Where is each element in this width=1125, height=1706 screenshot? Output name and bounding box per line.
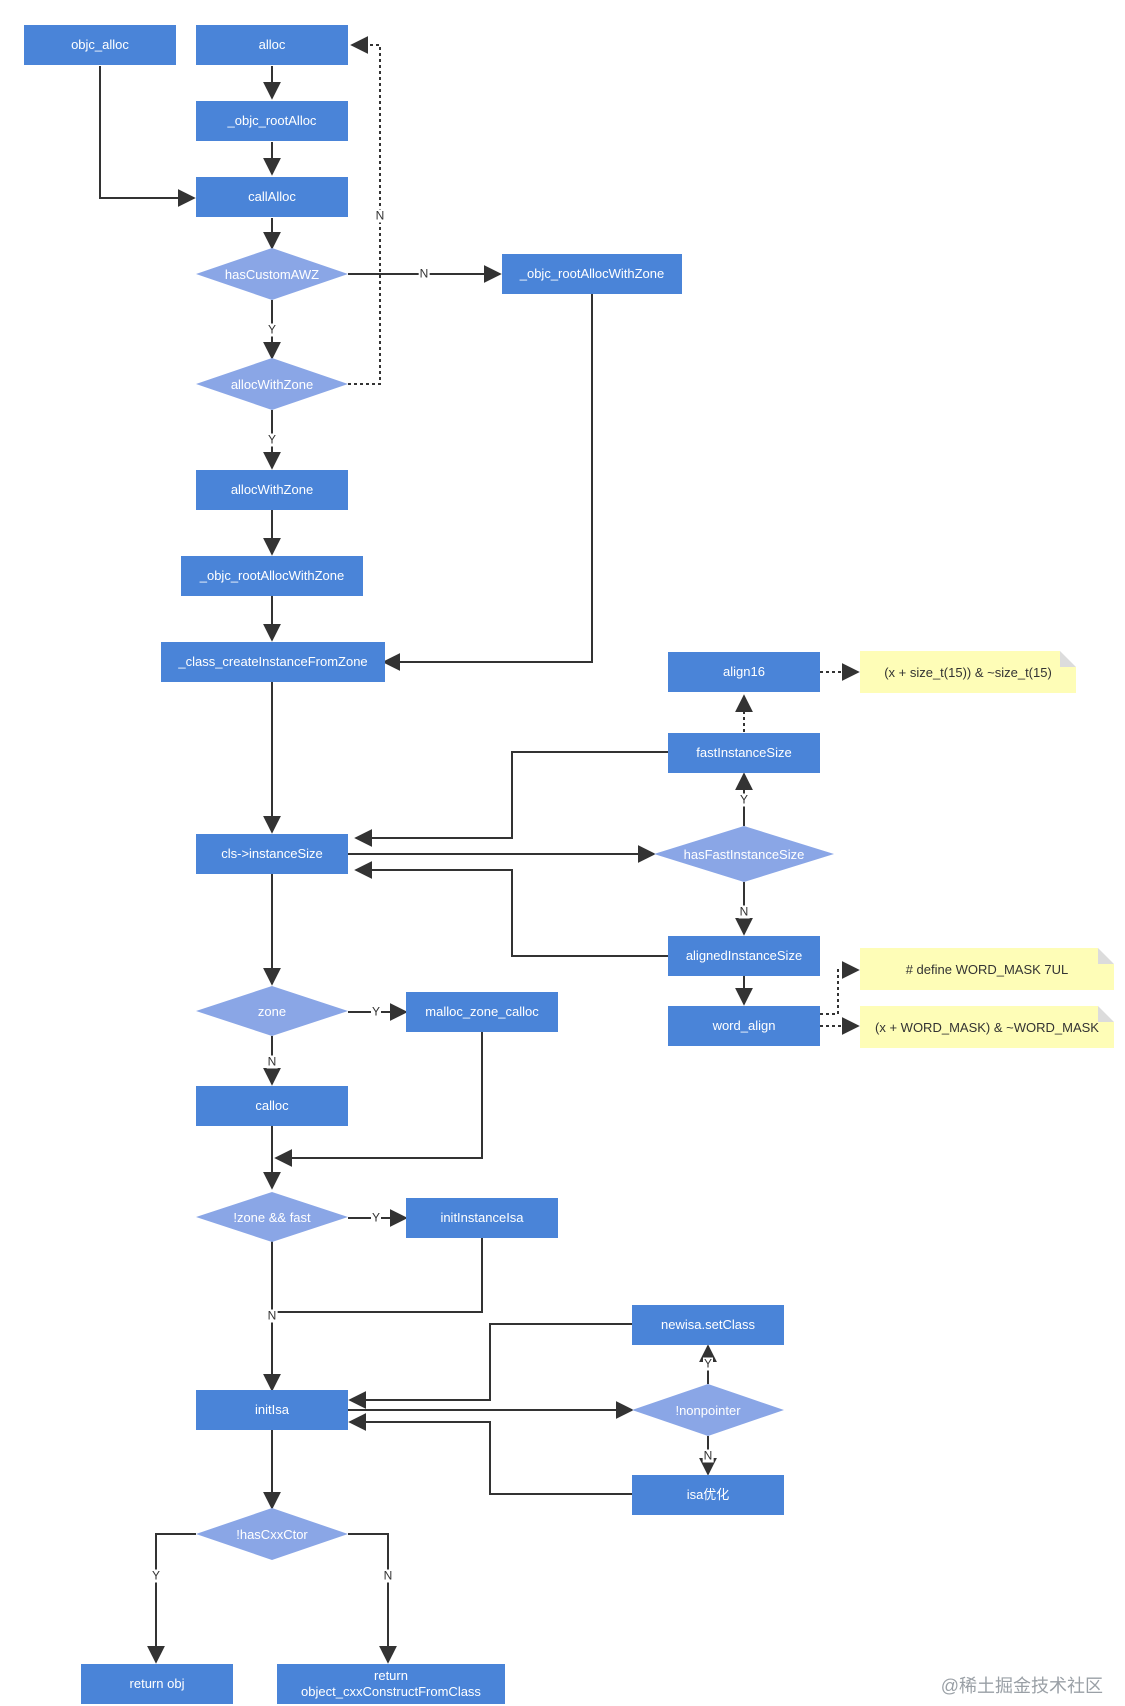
- label-hascxx-y: Y: [150, 1568, 162, 1583]
- decision-zone-fast: !zone && fast: [196, 1192, 348, 1242]
- node-alloc-label: alloc: [258, 37, 286, 52]
- note-align16-formula: (x + size_t(15)) & ~size_t(15): [860, 651, 1076, 693]
- decision-zone-fast-label: !zone && fast: [233, 1209, 311, 1225]
- node-class-createinstancefromzone-label: _class_createInstanceFromZone: [178, 654, 368, 669]
- node-alloc: alloc: [196, 25, 348, 65]
- watermark: @稀土掘金技术社区: [940, 1676, 1103, 1696]
- label-hascustomawz-y: Y: [266, 322, 278, 337]
- node-class-createinstancefromzone: _class_createInstanceFromZone: [161, 642, 385, 682]
- note-align16-formula-text: (x + size_t(15)) & ~size_t(15): [884, 664, 1052, 680]
- decision-zone-label: zone: [257, 1003, 287, 1019]
- decision-hasfastinstancesize-label: hasFastInstanceSize: [683, 846, 805, 862]
- label-zonefast-n: N: [266, 1308, 278, 1323]
- label-allocwithzone-y: Y: [266, 432, 278, 447]
- node-return-cxx-line1: return: [374, 1668, 408, 1683]
- label-hascxx-n: N: [382, 1568, 394, 1583]
- node-align16: align16: [668, 652, 820, 692]
- node-calloc: calloc: [196, 1086, 348, 1126]
- node-newisa-setclass: newisa.setClass: [632, 1305, 784, 1345]
- node-objc-rootalloc: _objc_rootAlloc: [196, 101, 348, 141]
- edge-rightroot-class: [382, 294, 593, 671]
- label-hasfast-y: Y: [738, 792, 750, 807]
- node-fastinstancesize-label: fastInstanceSize: [696, 745, 792, 760]
- decision-nonpointer-label: !nonpointer: [675, 1402, 741, 1418]
- node-malloc-zone-calloc-label: malloc_zone_calloc: [425, 1004, 539, 1019]
- node-alignedinstancesize: alignedInstanceSize: [668, 936, 820, 976]
- node-newisa-setclass-label: newisa.setClass: [661, 1317, 755, 1332]
- note-word-mask-define: # define WORD_MASK 7UL: [860, 948, 1114, 990]
- edge-malloc-merge: [274, 1032, 483, 1167]
- node-instancesize-label: cls->instanceSize: [221, 846, 323, 861]
- edge-isaopt-initisa: [348, 1413, 632, 1495]
- node-isa-optimization-label: isa优化: [686, 1487, 730, 1502]
- edge-fast-instancesize: [354, 751, 668, 847]
- edge-setclass-initisa: [348, 1323, 632, 1409]
- label-nonpointer-n: N: [702, 1448, 714, 1463]
- decision-zone: zone: [196, 986, 348, 1036]
- label-zone-n: N: [266, 1054, 278, 1069]
- note-word-mask-define-text: # define WORD_MASK 7UL: [905, 961, 1069, 977]
- decision-hascustomawz: hasCustomAWZ: [196, 248, 348, 300]
- node-objc-alloc: objc_alloc: [24, 25, 176, 65]
- node-callalloc-label: callAlloc: [248, 189, 296, 204]
- note-fold-icon: [1098, 948, 1114, 964]
- edge-initinstanceisa-merge: [272, 1238, 483, 1313]
- decision-nonpointer: !nonpointer: [632, 1384, 784, 1436]
- node-alignedinstancesize-label: alignedInstanceSize: [685, 948, 803, 963]
- decision-hasfastinstancesize: hasFastInstanceSize: [654, 826, 834, 882]
- node-objc-rootalloc-label: _objc_rootAlloc: [227, 113, 317, 128]
- decision-allocwithzone-label: allocWithZone: [230, 376, 314, 392]
- label-allocwithzone-n: N: [374, 208, 386, 223]
- node-return-obj: return obj: [81, 1664, 233, 1704]
- label-zone-y: Y: [370, 1004, 382, 1019]
- node-initinstanceisa-label: initInstanceIsa: [440, 1210, 524, 1225]
- node-align16-label: align16: [723, 664, 765, 679]
- label-zonefast-y: Y: [370, 1210, 382, 1225]
- node-instancesize: cls->instanceSize: [196, 834, 348, 874]
- note-word-align-formula-text: (x + WORD_MASK) & ~WORD_MASK: [875, 1019, 1099, 1035]
- node-malloc-zone-calloc: malloc_zone_calloc: [406, 992, 558, 1032]
- note-fold-icon: [1098, 1006, 1114, 1022]
- node-objc-rootallocwithzone: _objc_rootAllocWithZone: [181, 556, 363, 596]
- edge-wordalign-note1: [820, 961, 860, 1015]
- node-word-align: word_align: [668, 1006, 820, 1046]
- label-hascustomawz-n: N: [418, 266, 430, 281]
- note-fold-icon: [1060, 651, 1076, 667]
- node-objc-alloc-label: objc_alloc: [71, 37, 129, 52]
- edge-allocwithzone-n: [348, 36, 381, 385]
- decision-hascustomawz-label: hasCustomAWZ: [224, 266, 320, 282]
- node-initinstanceisa: initInstanceIsa: [406, 1198, 558, 1238]
- node-objc-rootallocwithzone-label: _objc_rootAllocWithZone: [199, 568, 345, 583]
- node-callalloc: callAlloc: [196, 177, 348, 217]
- node-fastinstancesize: fastInstanceSize: [668, 733, 820, 773]
- edge-objcalloc-callalloc: [99, 66, 196, 207]
- node-return-cxx-line2: object_cxxConstructFromClass: [301, 1684, 481, 1699]
- decision-hascxxctor: !hasCxxCtor: [196, 1508, 348, 1560]
- node-word-align-label: word_align: [712, 1018, 776, 1033]
- node-return-cxx: return object_cxxConstructFromClass: [277, 1664, 505, 1704]
- node-initisa: initIsa: [196, 1390, 348, 1430]
- note-word-align-formula: (x + WORD_MASK) & ~WORD_MASK: [860, 1006, 1114, 1048]
- edge-hascxx-y: [147, 1533, 196, 1664]
- edge-aligned-instancesize: [354, 861, 668, 957]
- node-allocwithzone: allocWithZone: [196, 470, 348, 510]
- node-return-obj-label: return obj: [129, 1676, 185, 1691]
- decision-hascxxctor-label: !hasCxxCtor: [236, 1526, 308, 1542]
- edge-hascxx-n: [348, 1533, 397, 1664]
- node-allocwithzone-label: allocWithZone: [230, 482, 314, 497]
- node-initisa-label: initIsa: [255, 1402, 289, 1417]
- node-isa-optimization: isa优化: [632, 1475, 784, 1515]
- node-objc-rootallocwithzone-right-label: _objc_rootAllocWithZone: [519, 266, 665, 281]
- label-nonpointer-y: Y: [702, 1356, 714, 1371]
- decision-allocwithzone: allocWithZone: [196, 358, 348, 410]
- node-objc-rootallocwithzone-right: _objc_rootAllocWithZone: [502, 254, 682, 294]
- node-calloc-label: calloc: [255, 1098, 289, 1113]
- label-hasfast-n: N: [738, 904, 750, 919]
